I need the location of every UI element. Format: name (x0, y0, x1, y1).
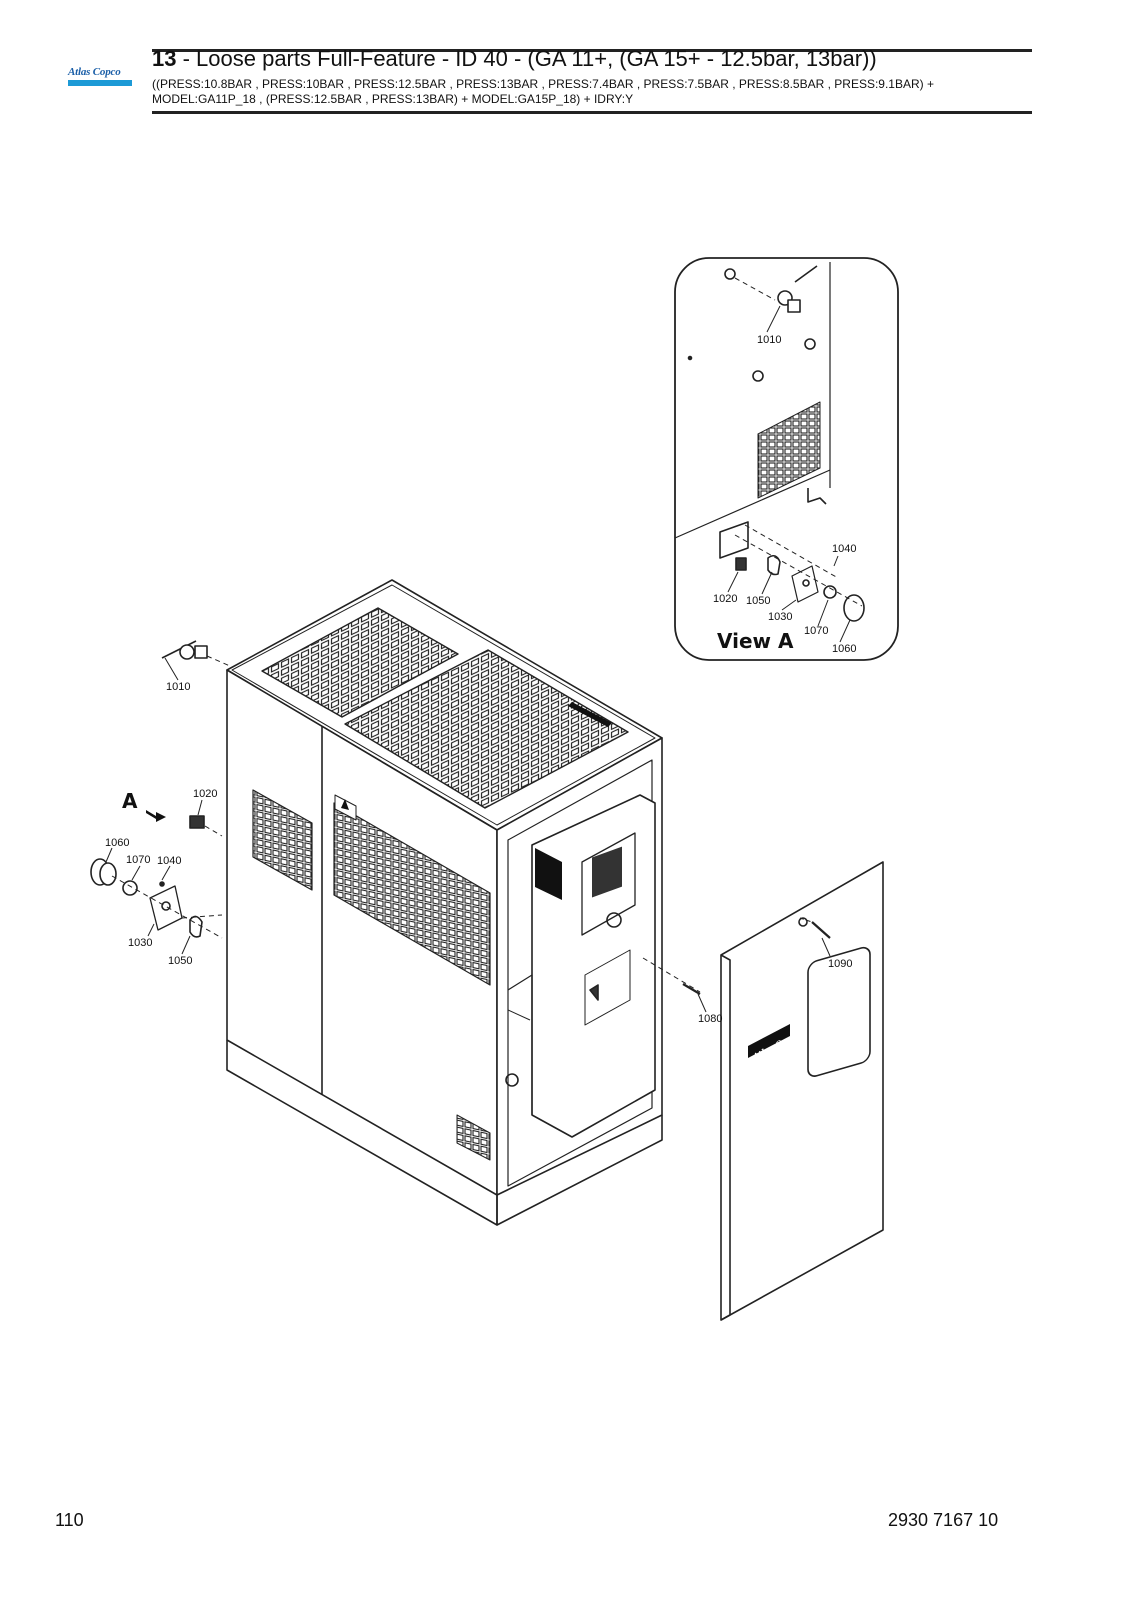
callout-1040-view-a: 1040 (832, 543, 856, 555)
callout-1050-view-a: 1050 (746, 595, 770, 607)
logo-bar (68, 80, 132, 86)
callout-1010-view-a: 1010 (757, 334, 781, 346)
callout-1080-main: 1080 (698, 1013, 722, 1025)
section-title: - Loose parts Full-Feature - ID 40 - (GA… (176, 46, 877, 71)
callout-1060-view-a: 1060 (832, 643, 856, 655)
callout-1030-main: 1030 (128, 937, 152, 949)
callout-1040-main: 1040 (157, 855, 181, 867)
exploded-parts-drawing: 1010 1020 1060 1070 1040 1030 1050 1080 … (90, 257, 899, 1321)
subtitle-line-1: ((PRESS:10.8BAR , PRESS:10BAR , PRESS:12… (152, 77, 934, 91)
view-arrow-label: A (122, 789, 138, 813)
callout-1010-main: 1010 (166, 681, 190, 693)
callout-1030-view-a: 1030 (768, 611, 792, 623)
view-a-detail (674, 257, 899, 661)
callout-1090-main: 1090 (828, 958, 852, 970)
loose-part-screws-main (642, 917, 831, 995)
loose-part-cable-gland-main (90, 858, 223, 939)
section-number: 13 (152, 46, 177, 71)
subtitle-line-2: MODEL:GA11P_18 , (PRESS:12.5BAR , PRESS:… (152, 92, 634, 106)
loose-part-ball-valve-main (161, 640, 231, 667)
view-arrow-icon (146, 810, 166, 822)
callout-1050-main: 1050 (168, 955, 192, 967)
loose-part-1020-main (189, 815, 223, 837)
page-subtitle: ((PRESS:10.8BAR , PRESS:10BAR , PRESS:12… (152, 77, 1022, 107)
callout-1060-main: 1060 (105, 837, 129, 849)
callout-1020-main: 1020 (193, 788, 217, 800)
callout-1070-main: 1070 (126, 854, 150, 866)
header-top-rule (152, 49, 1032, 52)
page-number: 110 (55, 1510, 84, 1530)
callout-1020-view-a: 1020 (713, 593, 737, 605)
loose-door-panel (720, 861, 884, 1321)
header-bottom-rule (152, 111, 1032, 114)
document-number: 2930 7167 10 (888, 1510, 999, 1530)
atlas-copco-logo: Atlas Copco (68, 66, 132, 86)
logo-text: Atlas Copco (68, 66, 121, 78)
view-a-caption: View A (717, 629, 794, 653)
compressor-cabinet (226, 579, 663, 1226)
callout-1070-view-a: 1070 (804, 625, 828, 637)
page-title: 13 - Loose parts Full-Feature - ID 40 - … (152, 47, 877, 71)
